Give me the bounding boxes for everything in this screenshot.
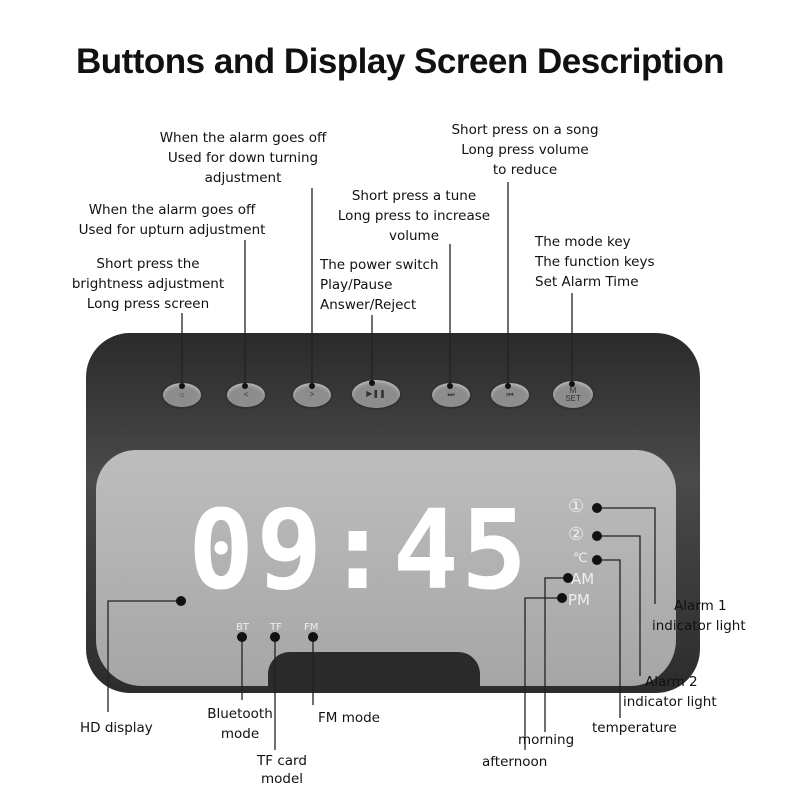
pm-indicator: PM [568,591,590,609]
alarm2-icon: ② [568,524,585,545]
dot [176,596,186,606]
line-morning [544,577,568,732]
dot [592,503,602,513]
dot [369,380,375,386]
dot [447,383,453,389]
mirror-screen [96,450,676,686]
chevron-left-icon: < [243,390,249,399]
line-alarm2 [597,535,641,676]
line-afternoon [524,597,562,750]
dot [237,632,247,642]
label-temp: temperature [592,720,677,736]
tf-indicator: TF [270,622,282,633]
dot [309,383,315,389]
dot [270,632,280,642]
am-indicator: AM [571,570,595,588]
bt-indicator: BT [236,622,249,633]
dot [592,531,602,541]
label-fm: FM mode [318,710,380,726]
dot [563,573,573,583]
dot [242,383,248,389]
chevron-right-icon: > [309,390,315,399]
celsius-indicator: ℃ [573,551,588,566]
page-title: Buttons and Display Screen Description [75,42,725,81]
next-button[interactable]: ⏭ [430,381,472,409]
next-icon: ⏭ [447,390,455,399]
time-display: 09:45 [188,486,530,614]
phone-stand-notch [268,652,480,692]
label-morning: morning [518,732,575,748]
dot [569,381,575,387]
dot [505,383,511,389]
alarm1-icon: ① [568,496,585,517]
dot [308,632,318,642]
previous-icon: ⏮ [506,390,514,399]
brightness-icon: ☼ [178,390,186,399]
label-afternoon: afternoon [482,754,548,770]
line-alarm1 [597,507,656,604]
dot [179,383,185,389]
label-hd: HD display [80,720,153,736]
fm-indicator: FM [304,622,319,633]
line-hd [107,600,181,712]
line-temp [597,559,621,718]
dot [592,555,602,565]
mode-set-icon: M SET [565,385,581,403]
dot [557,593,567,603]
play-pause-icon: ▶❚❚ [366,389,386,398]
power-play-button[interactable]: ▶❚❚ [350,378,402,410]
